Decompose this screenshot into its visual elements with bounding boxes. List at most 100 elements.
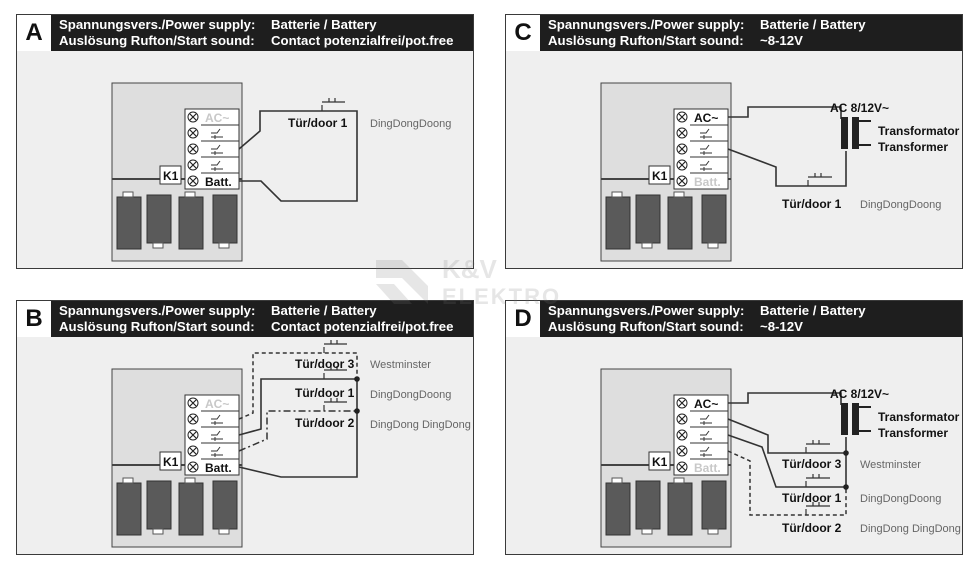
screw-terminals bbox=[676, 111, 688, 187]
switch-symbol-icon bbox=[211, 144, 223, 155]
switch-symbol-icon bbox=[700, 414, 712, 425]
battery bbox=[116, 482, 142, 536]
wire-loop bbox=[238, 110, 358, 202]
watermark-logo-icon bbox=[376, 260, 428, 304]
k1-label: K1 bbox=[652, 169, 668, 183]
battery bbox=[635, 480, 661, 530]
wiring-diagram: AC~ Batt. K1 AC 8/12V~ Transformator Tra… bbox=[600, 82, 960, 262]
ac-supply-label: AC 8/12V~ bbox=[830, 101, 889, 115]
junction-dot bbox=[354, 408, 360, 414]
power-supply-label: Spannungsvers./Power supply: bbox=[548, 303, 745, 318]
door-2-label: Tür/door 2 bbox=[782, 521, 842, 535]
wire-door-3 bbox=[238, 352, 358, 420]
battery bbox=[178, 482, 204, 536]
wire-door-3 bbox=[727, 418, 846, 454]
wire-door-2 bbox=[727, 450, 847, 516]
wire-common bbox=[238, 379, 358, 478]
terminal-ac-label: AC~ bbox=[694, 397, 718, 411]
start-sound-value: Contact potenzialfrei/pot.free bbox=[271, 33, 454, 48]
transformer-label-en: Transformer bbox=[878, 426, 948, 440]
battery bbox=[667, 482, 693, 536]
battery-terminal bbox=[611, 477, 623, 484]
k1-box bbox=[159, 451, 182, 471]
battery-terminal bbox=[673, 477, 685, 484]
battery bbox=[178, 196, 204, 250]
panel-header: A Spannungsvers./Power supply: Batterie … bbox=[17, 15, 473, 51]
wire-ac bbox=[728, 106, 842, 119]
tone-label-dingdongdoong: DingDongDoong bbox=[860, 493, 941, 505]
screw-terminals bbox=[187, 397, 199, 473]
switch-symbol-icon bbox=[700, 446, 712, 457]
door-switch-icon bbox=[807, 173, 832, 186]
battery bbox=[667, 196, 693, 250]
start-sound-label: Auslösung Rufton/Start sound: bbox=[59, 33, 255, 48]
switch-symbol-icon bbox=[211, 430, 223, 441]
wire-door-1 bbox=[238, 378, 357, 436]
tone-label-westminster: Westminster bbox=[370, 359, 431, 371]
terminal-block: AC~ Batt. bbox=[673, 394, 729, 476]
wire-door-2 bbox=[238, 410, 357, 452]
tone-label-westminster: Westminster bbox=[860, 459, 921, 471]
panel-header: D Spannungsvers./Power supply: Batterie … bbox=[506, 301, 962, 337]
switch-symbol-icon bbox=[211, 446, 223, 457]
panel-a: A Spannungsvers./Power supply: Batterie … bbox=[16, 14, 474, 269]
battery bbox=[635, 194, 661, 244]
battery bbox=[605, 482, 631, 536]
terminal-block: AC~ Batt. bbox=[184, 394, 240, 476]
terminal-ac-label: AC~ bbox=[694, 111, 718, 125]
battery bbox=[701, 194, 727, 244]
battery-terminal bbox=[707, 242, 719, 249]
power-supply-label: Spannungsvers./Power supply: bbox=[548, 17, 745, 32]
screw-terminals bbox=[187, 111, 199, 187]
ac-supply-label: AC 8/12V~ bbox=[830, 387, 889, 401]
battery bbox=[146, 480, 172, 530]
start-sound-label: Auslösung Rufton/Start sound: bbox=[548, 319, 744, 334]
power-supply-value: Batterie / Battery bbox=[760, 303, 866, 318]
transformer-label-en: Transformer bbox=[878, 140, 948, 154]
start-sound-label: Auslösung Rufton/Start sound: bbox=[548, 33, 744, 48]
switch-symbol-icon bbox=[211, 414, 223, 425]
door-1-label: Tür/door 1 bbox=[782, 491, 842, 505]
tone-label: DingDongDoong bbox=[860, 199, 941, 211]
transformer-icon bbox=[841, 403, 871, 435]
battery-compartment bbox=[605, 191, 727, 250]
battery-terminal bbox=[152, 528, 164, 535]
power-supply-value: Batterie / Battery bbox=[760, 17, 866, 32]
power-supply-label: Spannungsvers./Power supply: bbox=[59, 303, 256, 318]
tone-label-dingdongdoong: DingDongDoong bbox=[370, 389, 451, 401]
junction-dot bbox=[843, 484, 849, 490]
power-supply-value: Batterie / Battery bbox=[271, 17, 377, 32]
battery-terminal bbox=[218, 528, 230, 535]
tone-label-dingdong-dingdong: DingDong DingDong bbox=[370, 419, 471, 431]
door-1-label: Tür/door 1 bbox=[288, 116, 348, 130]
door-3-label: Tür/door 3 bbox=[782, 457, 842, 471]
battery-terminal bbox=[218, 242, 230, 249]
panel-d: D Spannungsvers./Power supply: Batterie … bbox=[505, 300, 963, 555]
battery bbox=[212, 480, 238, 530]
power-supply-label: Spannungsvers./Power supply: bbox=[59, 17, 256, 32]
door-switch-icon bbox=[805, 440, 830, 453]
battery bbox=[605, 196, 631, 250]
battery-terminal bbox=[611, 191, 623, 198]
k1-box bbox=[159, 165, 182, 185]
battery-terminal bbox=[184, 191, 196, 198]
start-sound-value: ~8-12V bbox=[760, 33, 803, 48]
door-switch-icon bbox=[323, 398, 347, 411]
terminal-batt-label: Batt. bbox=[205, 175, 232, 189]
terminal-ac-label: AC~ bbox=[205, 397, 229, 411]
panel-letter: C bbox=[506, 15, 541, 51]
wire-door-1 bbox=[727, 434, 846, 488]
terminal-ac-label: AC~ bbox=[205, 111, 229, 125]
battery bbox=[212, 194, 238, 244]
panel-header: B Spannungsvers./Power supply: Batterie … bbox=[17, 301, 473, 337]
switch-symbol-icon bbox=[700, 160, 712, 171]
terminal-block: AC~ Batt. bbox=[673, 108, 729, 190]
door-switch-icon bbox=[323, 366, 347, 379]
k1-label: K1 bbox=[163, 169, 179, 183]
battery-compartment bbox=[116, 477, 238, 536]
door-1-label: Tür/door 1 bbox=[782, 197, 842, 211]
wire-door bbox=[727, 148, 847, 187]
k1-label: K1 bbox=[652, 455, 668, 469]
terminal-batt-label: Batt. bbox=[205, 461, 232, 475]
door-switch-icon bbox=[321, 98, 345, 111]
